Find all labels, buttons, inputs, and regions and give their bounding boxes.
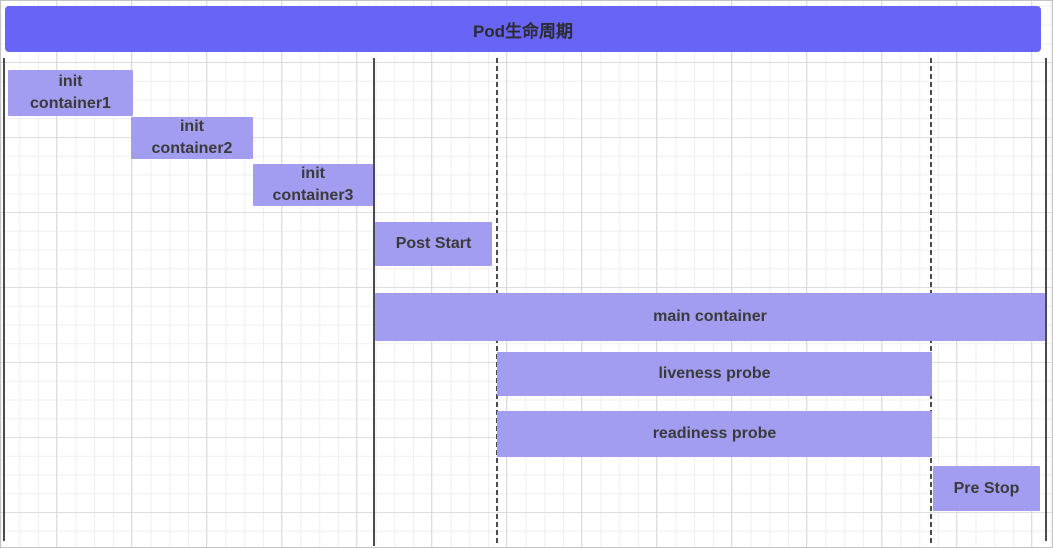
- init-container2-bar: init container2: [131, 117, 253, 159]
- phase-line-init-end: [373, 58, 375, 546]
- liveness-probe-bar: liveness probe: [497, 352, 932, 396]
- diagram-title: Pod生命周期: [5, 6, 1041, 52]
- diagram-right-border: [1045, 58, 1047, 541]
- main-container-bar: main container: [375, 293, 1045, 341]
- init-container1-bar: init container1: [8, 70, 133, 116]
- diagram-left-border: [3, 58, 5, 541]
- readiness-probe-bar: readiness probe: [497, 411, 932, 457]
- pre-stop-bar: Pre Stop: [933, 466, 1040, 511]
- post-start-bar: Post Start: [375, 222, 492, 266]
- init-container3-bar: init container3: [253, 164, 373, 206]
